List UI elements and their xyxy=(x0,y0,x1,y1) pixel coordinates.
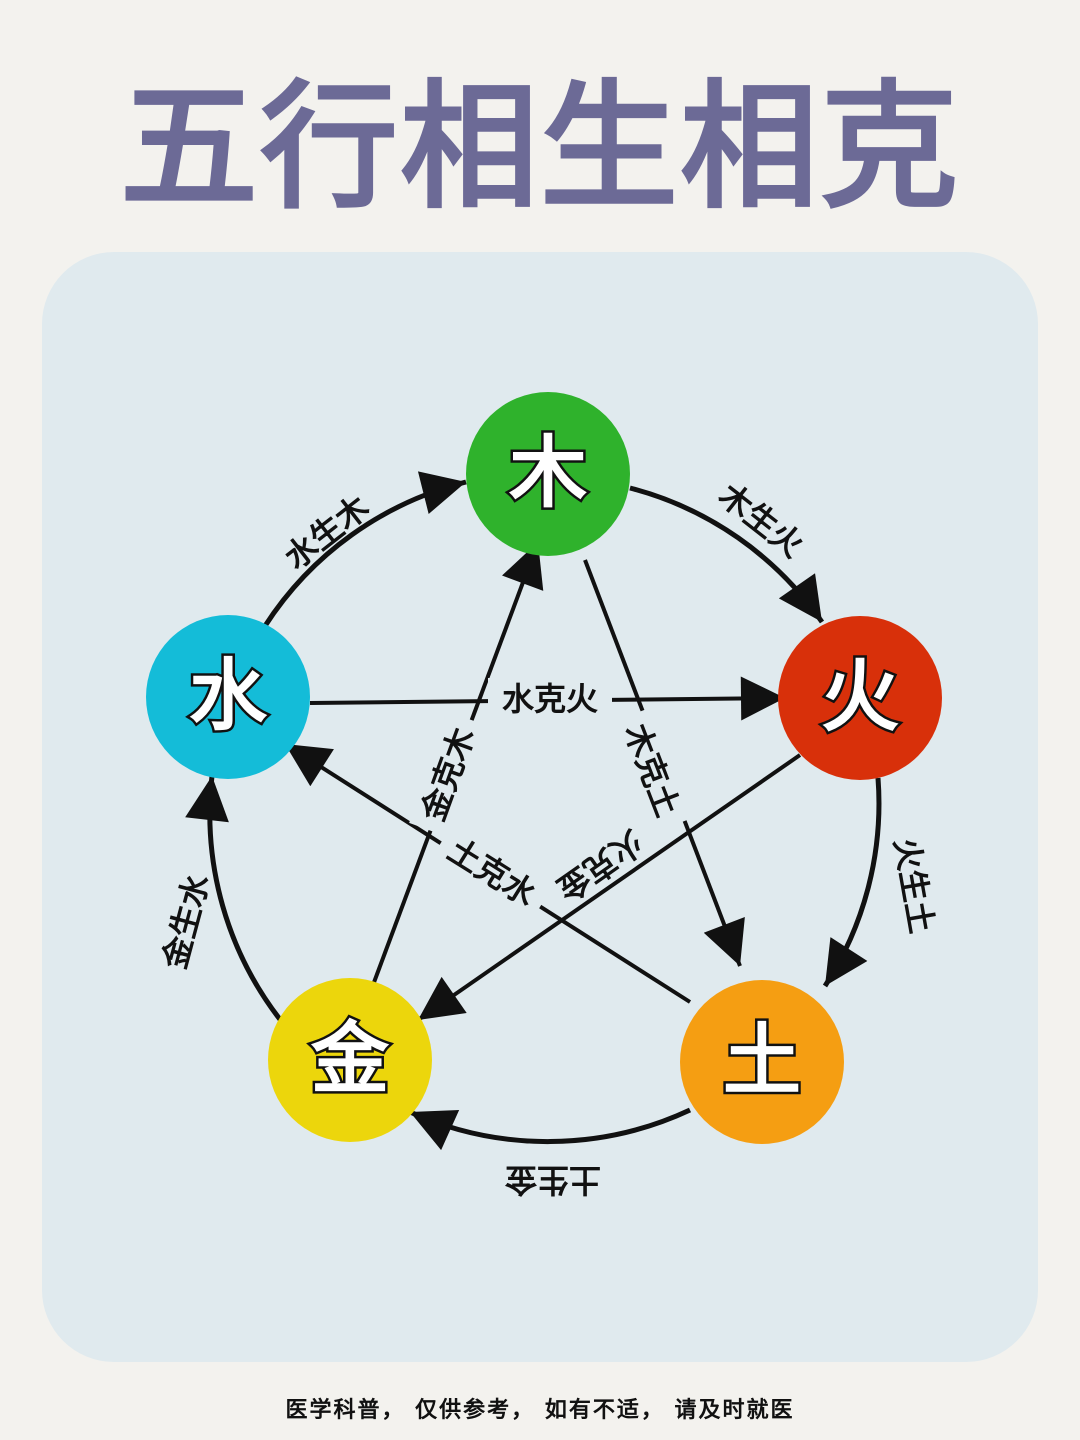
node-metal: 金 xyxy=(268,978,432,1142)
label-water-overcomes-fire: 水克火 xyxy=(502,680,598,718)
node-water: 水 xyxy=(146,615,310,779)
label-bg-earth-water xyxy=(429,824,553,924)
node-fire: 火 xyxy=(778,616,942,780)
footer-disclaimer: 医学科普， 仅供参考， 如有不适， 请及时就医 xyxy=(285,1398,795,1423)
label-bg-water-fire xyxy=(488,678,612,724)
label-earth-overcomes-water: 土克水 xyxy=(441,831,543,915)
node-water-label: 水 xyxy=(189,651,268,741)
label-bg-metal-wood xyxy=(409,712,491,838)
node-wood-label: 木 xyxy=(509,428,587,518)
label-bg-wood-earth xyxy=(608,708,692,834)
page-title: 五行相生相克 xyxy=(119,67,960,228)
node-fire-label: 火 xyxy=(821,652,899,742)
node-earth-label: 土 xyxy=(723,1016,801,1106)
label-bg-fire-metal xyxy=(538,812,660,916)
label-fire-generates-earth: 火生土 xyxy=(887,835,941,936)
node-metal-label: 金 xyxy=(310,1014,390,1104)
arc-metal-water xyxy=(185,775,284,1024)
node-earth: 土 xyxy=(680,980,844,1144)
arc-water-wood xyxy=(262,471,467,628)
arc-earth-metal xyxy=(408,1107,692,1151)
line-fire-metal xyxy=(416,753,802,1022)
arc-wood-fire xyxy=(629,485,825,624)
label-earth-generates-metal: 土生金 xyxy=(504,1161,601,1199)
node-wood: 木 xyxy=(466,392,630,556)
arc-fire-earth xyxy=(822,777,882,988)
label-water-generates-wood: 水生木 xyxy=(277,488,376,577)
label-metal-generates-water: 金生水 xyxy=(155,869,217,973)
label-wood-generates-fire: 木生火 xyxy=(711,475,811,565)
